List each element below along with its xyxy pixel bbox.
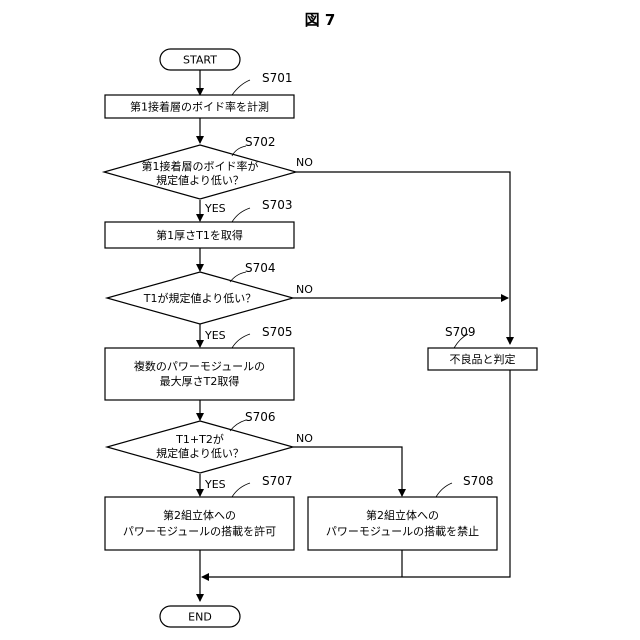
s706-no-label: NO [296, 432, 313, 445]
s705-leader [232, 334, 250, 348]
s702-text-line2: 規定値より低い？ [156, 173, 244, 187]
start-label: START [183, 54, 217, 67]
s706-text-line2: 規定値より低い？ [156, 446, 244, 460]
s706-text-line1: T1+T2が [175, 432, 224, 446]
s704-id: S704 [245, 261, 276, 275]
s702-yes-label: YES [204, 202, 226, 215]
s707-id: S707 [262, 474, 293, 488]
s706-yes-label: YES [204, 478, 226, 491]
s702-text-line1: 第1接着層のボイド率が [142, 159, 259, 173]
s706-leader [230, 420, 246, 431]
s708-box [308, 497, 497, 550]
arrow-s706-no-to-s708 [293, 447, 402, 496]
step-s709: 不良品と判定 S709 [428, 325, 537, 370]
s701-leader [232, 80, 250, 95]
s706-id: S706 [245, 410, 276, 424]
s703-text: 第1厚さT1を取得 [156, 228, 243, 242]
s705-text-line1: 複数のパワーモジュールの [134, 359, 265, 373]
s708-leader [436, 483, 452, 497]
arrow-s702-no-to-s709 [296, 172, 510, 344]
s708-id: S708 [463, 474, 494, 488]
s703-leader [232, 208, 250, 222]
s709-text: 不良品と判定 [450, 352, 516, 366]
end-terminal: END [160, 606, 240, 627]
s707-text-line2: パワーモジュールの搭載を許可 [123, 525, 276, 538]
s705-id: S705 [262, 325, 293, 339]
figure-title: 図 7 [305, 11, 336, 29]
start-terminal: START [160, 49, 240, 70]
s707-box [105, 497, 294, 550]
s704-yes-label: YES [204, 329, 226, 342]
s702-no-label: NO [296, 156, 313, 169]
s702-id: S702 [245, 135, 276, 149]
s704-text: T1が規定値より低い？ [143, 291, 257, 305]
s705-text-line2: 最大厚さT2取得 [160, 374, 240, 388]
s707-leader [232, 483, 250, 497]
end-label: END [188, 611, 212, 624]
s709-id: S709 [445, 325, 476, 339]
s704-no-label: NO [296, 283, 313, 296]
s701-id: S701 [262, 71, 293, 85]
s705-box [105, 348, 294, 400]
s707-text-line1: 第2組立体への [163, 508, 236, 522]
s708-text-line2: パワーモジュールの搭載を禁止 [326, 525, 479, 538]
s703-id: S703 [262, 198, 293, 212]
s708-text-line1: 第2組立体への [366, 508, 439, 522]
s701-text: 第1接着層のボイド率を計測 [130, 100, 269, 114]
